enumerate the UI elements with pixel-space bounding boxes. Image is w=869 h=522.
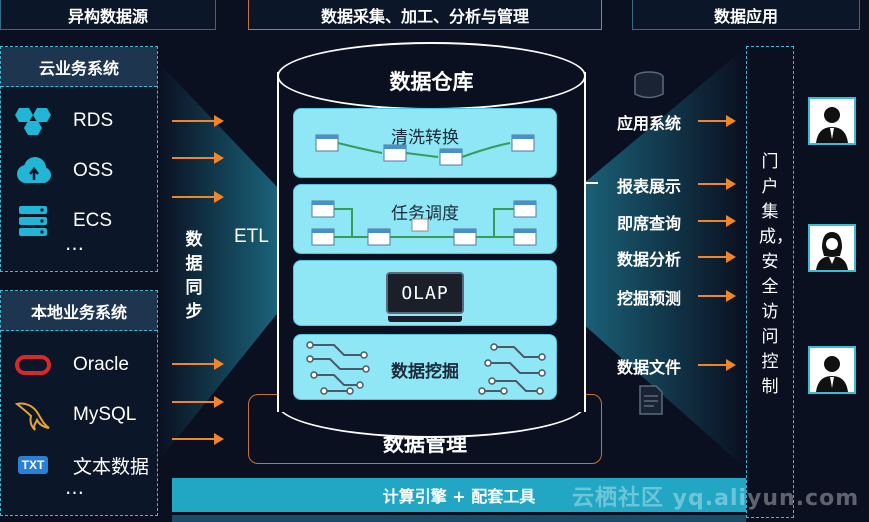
app-mining-prediction-label: 挖掘预测	[617, 289, 682, 308]
olap-stand	[388, 316, 462, 322]
app-adhoc-query-label: 即席查询	[617, 214, 682, 233]
bottom-strip	[172, 515, 746, 522]
source-label-rds: RDS	[73, 110, 114, 131]
cloud-systems-panel: 云业务系统 RDS OSS	[0, 46, 158, 272]
scheduling-flow-graphic	[311, 200, 537, 246]
tile-mining-label: 数据挖掘	[391, 362, 459, 382]
oss-icon	[11, 153, 55, 189]
header-data-applications: 数据应用	[632, 0, 860, 30]
mysql-icon	[11, 397, 55, 433]
source-item-oss: OSS	[11, 153, 113, 189]
rds-icon	[11, 103, 55, 139]
user-male-2-icon	[808, 346, 856, 394]
source-label-oss: OSS	[73, 160, 114, 181]
source-item-ecs: ECS	[11, 203, 112, 239]
tile-cleansing: 清洗转换	[293, 108, 557, 178]
source-item-rds: RDS	[11, 103, 113, 139]
arrow-mysql	[172, 396, 224, 408]
olap-screen: OLAP	[386, 272, 464, 314]
portal-integration-box	[746, 46, 794, 518]
app-data-analysis: 数据分析	[617, 246, 681, 270]
txt-badge: TXT	[17, 456, 49, 474]
app-system-label: 应用系统	[617, 114, 682, 133]
oracle-icon	[11, 347, 55, 383]
local-panel-title: 本地业务系统	[1, 291, 157, 331]
arrow-text	[172, 433, 224, 445]
arrow-report	[698, 178, 736, 190]
user-male-1-icon	[808, 97, 856, 145]
database-icon	[632, 70, 666, 106]
cleansing-flow-graphic	[315, 134, 535, 166]
local-systems-panel: 本地业务系统 Oracle MySQL TXT 文本数据 …	[0, 290, 158, 516]
app-data-file: 数据文件	[617, 354, 681, 378]
arrow-oss	[172, 152, 224, 164]
app-data-analysis-label: 数据分析	[617, 250, 682, 269]
tile-cleansing-label: 清洗转换	[391, 128, 459, 148]
source-label-oracle: Oracle	[73, 354, 129, 375]
arrow-data-file	[698, 359, 736, 371]
app-system: 应用系统	[617, 110, 681, 134]
tick-report	[584, 182, 598, 184]
tile-scheduling-label: 任务调度	[391, 204, 459, 224]
source-item-text: TXT 文本数据	[11, 447, 149, 483]
arrow-app-system	[698, 115, 736, 127]
arrow-ecs	[172, 191, 224, 203]
arrow-data-analysis	[698, 251, 736, 263]
header-data-sources: 异构数据源	[0, 0, 216, 30]
source-label-text: 文本数据	[73, 456, 150, 478]
compute-engine-bar: 计算引擎 + 配套工具	[172, 478, 746, 512]
arrow-rds	[172, 115, 224, 127]
txt-icon: TXT	[11, 447, 55, 483]
portal-text: 门户集成，安全访问控制	[759, 152, 793, 397]
cloud-more: …	[65, 233, 84, 255]
app-mining-prediction: 挖掘预测	[617, 285, 681, 309]
arrow-mining-prediction	[698, 290, 736, 302]
source-label-mysql: MySQL	[73, 404, 137, 425]
source-item-oracle: Oracle	[11, 347, 129, 383]
source-label-ecs: ECS	[73, 210, 113, 231]
cloud-panel-title: 云业务系统	[1, 47, 157, 87]
tile-scheduling: 任务调度	[293, 184, 557, 254]
app-adhoc-query: 即席查询	[617, 210, 681, 234]
mining-circuit-graphic	[306, 341, 546, 395]
app-report: 报表展示	[617, 173, 681, 197]
warehouse-title: 数据仓库	[389, 70, 474, 94]
ecs-icon	[11, 203, 55, 239]
etl-label: ETL	[234, 226, 269, 247]
watermark: 云栖社区 yq.aliyun.com	[572, 486, 860, 511]
source-item-mysql: MySQL	[11, 397, 136, 433]
app-report-label: 报表展示	[617, 177, 682, 196]
arrow-oracle	[172, 358, 224, 370]
document-icon	[636, 384, 666, 420]
sync-label: 数据同步	[185, 230, 203, 322]
header-data-processing: 数据采集、加工、分析与管理	[248, 0, 602, 30]
arrow-adhoc-query	[698, 215, 736, 227]
app-data-file-label: 数据文件	[617, 358, 682, 377]
local-more: …	[65, 477, 84, 499]
tile-mining: 数据挖掘	[293, 334, 557, 400]
user-female-icon	[808, 224, 856, 272]
